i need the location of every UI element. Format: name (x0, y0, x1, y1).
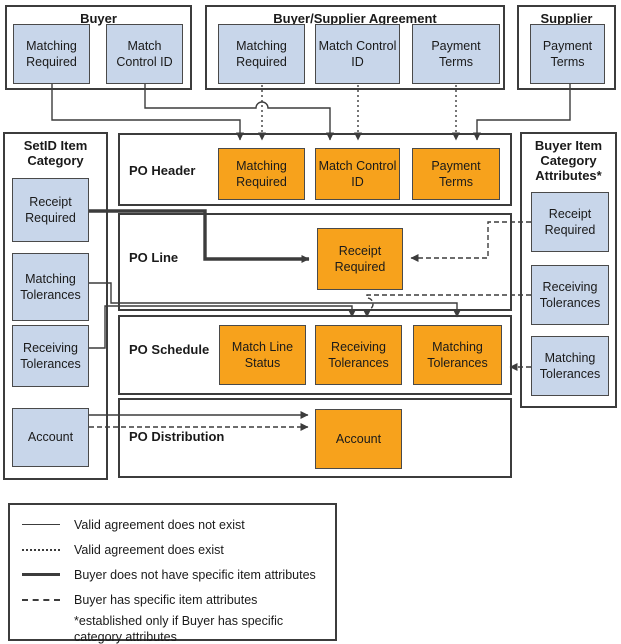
po-distribution-account-box: Account (315, 409, 402, 469)
legend-item-dotted: Valid agreement does exist (10, 538, 335, 561)
po-schedule-label: PO Schedule (129, 342, 210, 357)
thin-solid-line-sample (22, 524, 60, 525)
buyer-item-receipt-required-box: Receipt Required (531, 192, 609, 252)
po-line-label: PO Line (129, 250, 179, 265)
po-schedule-match-line-status-box: Match Line Status (219, 325, 306, 385)
buyer-supplier-agreement-title: Buyer/Supplier Agreement (273, 11, 437, 26)
buyer-matching-required-box: Matching Required (13, 24, 90, 84)
supplier-group-title: Supplier (540, 11, 593, 26)
dashed-line-sample (22, 598, 60, 601)
legend-note: *established only if Buyer has specific … (74, 614, 284, 644)
setid-receiving-tolerances-box: Receiving Tolerances (12, 325, 89, 387)
dotted-line-sample (22, 548, 60, 551)
legend-label: Valid agreement does not exist (74, 517, 245, 532)
po-schedule-receiving-tolerances-box: Receiving Tolerances (315, 325, 402, 385)
legend-label: Buyer does not have specific item attrib… (74, 567, 316, 582)
po-schedule-matching-tolerances-box: Matching Tolerances (413, 325, 502, 385)
legend-item-dashed: Buyer has specific item attributes (10, 588, 335, 611)
buyer-item-category-title: Buyer Item Category Attributes* (534, 138, 603, 183)
agreement-payment-terms-box: Payment Terms (412, 24, 500, 84)
agreement-matching-required-box: Matching Required (218, 24, 305, 84)
legend-box: Valid agreement does not exist Valid agr… (8, 503, 337, 644)
agreement-match-control-id-box: Match Control ID (315, 24, 400, 84)
buyer-item-matching-tolerances-box: Matching Tolerances (531, 336, 609, 396)
setid-receipt-required-box: Receipt Required (12, 178, 89, 242)
buyer-group-title: Buyer (80, 11, 117, 26)
po-header-match-control-id-box: Match Control ID (315, 148, 400, 200)
setid-item-category-title: SetID Item Category (23, 138, 88, 168)
po-line-receipt-required-box: Receipt Required (317, 228, 403, 290)
po-header-payment-terms-box: Payment Terms (412, 148, 500, 200)
po-header-label: PO Header (129, 163, 196, 178)
thick-solid-line-sample (22, 573, 60, 576)
connector-buyer-match-control-id (144, 84, 334, 141)
legend-item-thin-solid: Valid agreement does not exist (10, 513, 335, 536)
legend-item-thick-solid: Buyer does not have specific item attrib… (10, 563, 335, 586)
po-header-matching-required-box: Matching Required (218, 148, 305, 200)
legend-label: Buyer has specific item attributes (74, 592, 258, 607)
supplier-payment-terms-box: Payment Terms (530, 24, 605, 84)
buyer-match-control-id-box: Match Control ID (106, 24, 183, 84)
setid-account-box: Account (12, 408, 89, 467)
buyer-item-receiving-tolerances-box: Receiving Tolerances (531, 265, 609, 325)
setid-matching-tolerances-box: Matching Tolerances (12, 253, 89, 321)
po-distribution-label: PO Distribution (129, 429, 225, 444)
legend-label: Valid agreement does exist (74, 542, 224, 557)
